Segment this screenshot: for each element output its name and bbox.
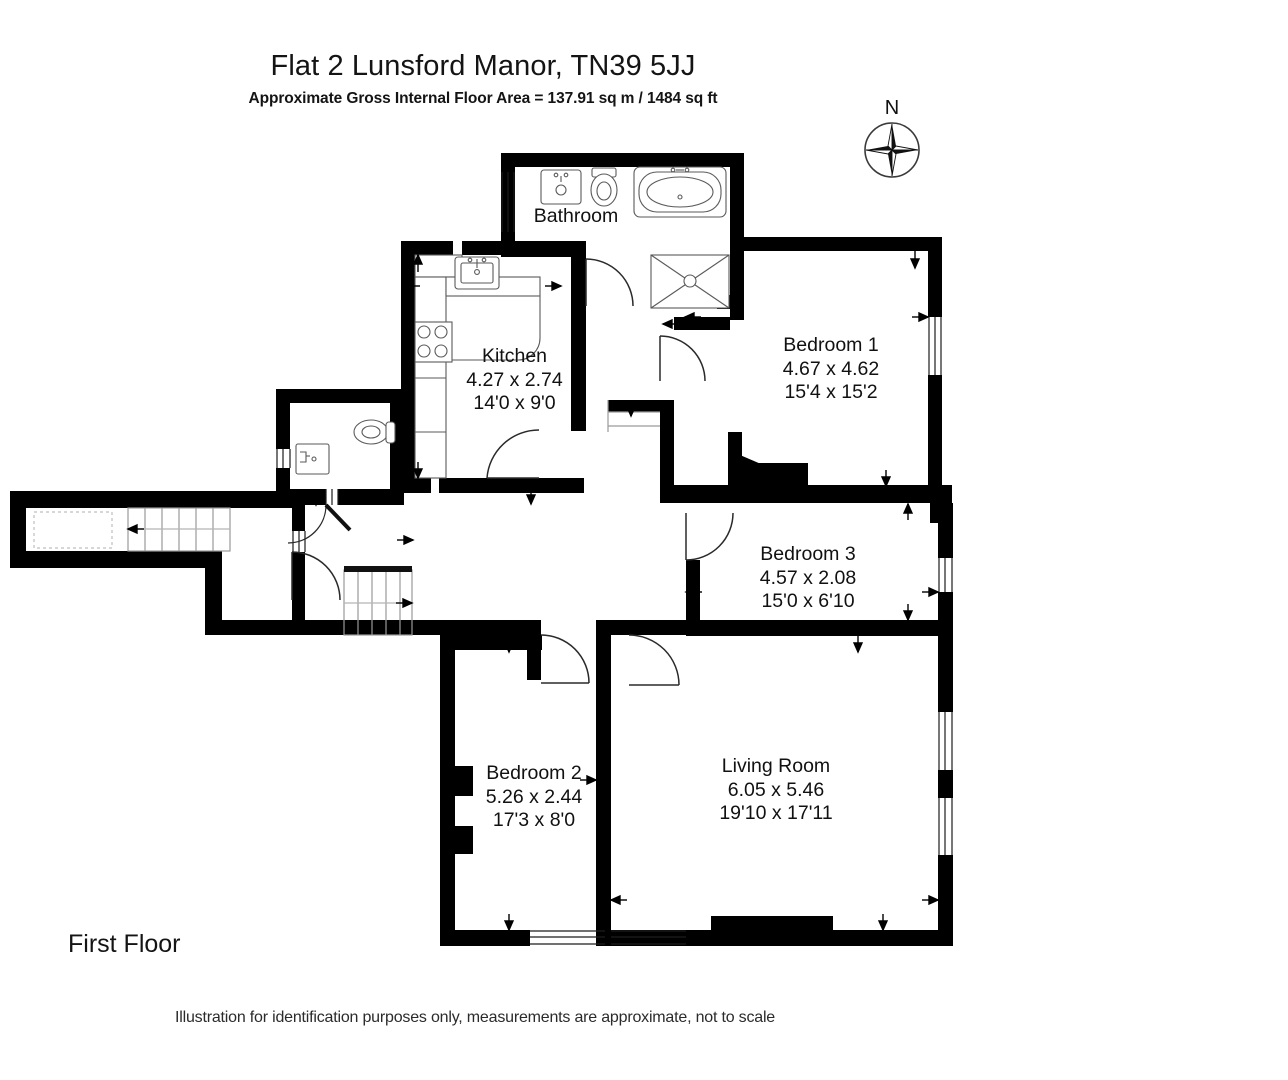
room-metric-living-room: 6.05 x 5.46 (727, 778, 825, 801)
room-metric-kitchen: 4.27 x 2.74 (466, 368, 563, 391)
dim-arrow-bed2-bottom (503, 914, 515, 932)
room-imperial-living-room: 19'10 x 17'11 (719, 802, 833, 824)
dim-arrow-bed2-right (580, 774, 598, 786)
room-name-bedroom-2: Bedroom 2 (486, 762, 582, 784)
room-metric-bedroom-1: 4.67 x 4.62 (782, 357, 880, 380)
kitchen-fixtures (414, 254, 541, 479)
window-wc-west (276, 449, 291, 468)
compass-rose: N (862, 98, 922, 182)
dim-arrow-kitchen-top (412, 253, 424, 272)
dim-arrow-kitchen-right (545, 280, 563, 292)
toilet-icon (590, 167, 618, 207)
window-bathroom-west (501, 172, 515, 232)
dim-arrow-landing-mid (397, 534, 415, 546)
room-imperial-kitchen: 14'0 x 9'0 (473, 392, 556, 414)
door-landing (291, 551, 341, 601)
door-bedroom3 (685, 512, 734, 561)
room-label-bathroom: Bathroom (516, 205, 636, 227)
compass-rose-icon (864, 122, 920, 178)
room-label-living-room: Living Room 6.05 x 5.46 19'10 x 17'11 (692, 755, 860, 826)
dim-arrow-living-right (922, 894, 940, 906)
room-name-bathroom: Bathroom (533, 205, 619, 227)
dim-arrow-stair-landing (396, 597, 414, 609)
dim-arrow-bed2-left (454, 774, 472, 786)
door-bedroom2 (540, 634, 590, 684)
dim-arrow-bathroom-door (525, 488, 537, 506)
shower-tray-icon (650, 254, 730, 309)
dim-arrow-bed1-right (912, 311, 930, 323)
dim-arrow-bed3-right (922, 586, 940, 598)
window-living-east-upper (938, 712, 953, 770)
room-label-bedroom-1: Bedroom 1 4.67 x 4.62 15'4 x 15'2 (752, 334, 910, 405)
room-name-living-room: Living Room (721, 755, 831, 777)
bathroom-fixtures (540, 166, 730, 309)
room-name-kitchen: Kitchen (481, 345, 548, 367)
room-metric-bedroom-3: 4.57 x 2.08 (759, 566, 857, 589)
dim-arrow-bed2-top (503, 635, 515, 654)
sink-icon (454, 256, 500, 290)
washbasin-icon (540, 169, 582, 205)
washbasin-icon (295, 443, 330, 475)
compass-north-label: N (884, 97, 900, 119)
dim-arrow-bed1-bottom (880, 470, 892, 488)
staircase-left (33, 507, 231, 552)
window-bedroom1-east (928, 317, 942, 375)
page-title: Flat 2 Lunsford Manor, TN39 5JJ (270, 50, 696, 82)
bathtub-icon (633, 166, 727, 218)
window-hall-doorway (325, 489, 339, 505)
door-group (287, 258, 734, 686)
floor-area-subtitle: Approximate Gross Internal Floor Area = … (248, 90, 718, 107)
toilet-icon (353, 419, 396, 445)
wall-group (10, 153, 953, 946)
room-name-bedroom-3: Bedroom 3 (760, 543, 856, 565)
wc-fixtures (295, 419, 396, 475)
door-living-room (628, 634, 680, 686)
steps-bedroom1 (607, 400, 660, 432)
floor-level-label: First Floor (68, 930, 181, 958)
dim-arrow-living-top (852, 636, 864, 654)
room-label-bedroom-3: Bedroom 3 4.57 x 2.08 15'0 x 6'10 (729, 543, 887, 614)
dim-arrow-bed3-top (902, 502, 914, 520)
dim-arrow-bed1-top (909, 251, 921, 270)
window-bedroom3-east (938, 558, 953, 592)
disclaimer-text: Illustration for identification purposes… (175, 1009, 775, 1026)
dim-arrow-kitchen-bottom (412, 462, 424, 480)
door-kitchen (486, 429, 540, 479)
door-bedroom1 (659, 335, 706, 382)
window-living-south (611, 930, 686, 945)
dimension-arrow-group (126, 251, 940, 932)
room-imperial-bedroom-2: 17'3 x 8'0 (492, 809, 576, 831)
dim-arrow-wc (310, 489, 322, 507)
room-imperial-bedroom-1: 15'4 x 15'2 (784, 381, 878, 403)
window-living-east-lower (938, 798, 953, 855)
dim-arrow-living-left (609, 894, 627, 906)
dim-arrow-stair-left (126, 523, 144, 535)
dim-arrow-bed3-bottom (902, 604, 914, 622)
room-name-bedroom-1: Bedroom 1 (783, 334, 879, 356)
room-label-bedroom-2: Bedroom 2 5.26 x 2.44 17'3 x 8'0 (455, 762, 613, 833)
dim-arrow-bed1-left (661, 318, 679, 330)
dim-arrow-living-bottom (877, 914, 889, 932)
staircase-group (33, 400, 660, 636)
dim-arrow-bed1-steps (625, 400, 637, 418)
dim-arrow-bed3-left (684, 586, 702, 598)
hob-icon (414, 321, 453, 363)
dim-arrow-shower (683, 311, 701, 323)
room-label-kitchen: Kitchen 4.27 x 2.74 14'0 x 9'0 (437, 345, 592, 416)
window-bedroom2-south (530, 930, 605, 945)
dim-arrow-kitchen-left (402, 280, 420, 292)
door-bathroom (585, 258, 634, 307)
room-imperial-bedroom-3: 15'0 x 6'10 (761, 590, 855, 612)
door-wc (287, 503, 352, 544)
room-metric-bedroom-2: 5.26 x 2.44 (485, 785, 583, 808)
